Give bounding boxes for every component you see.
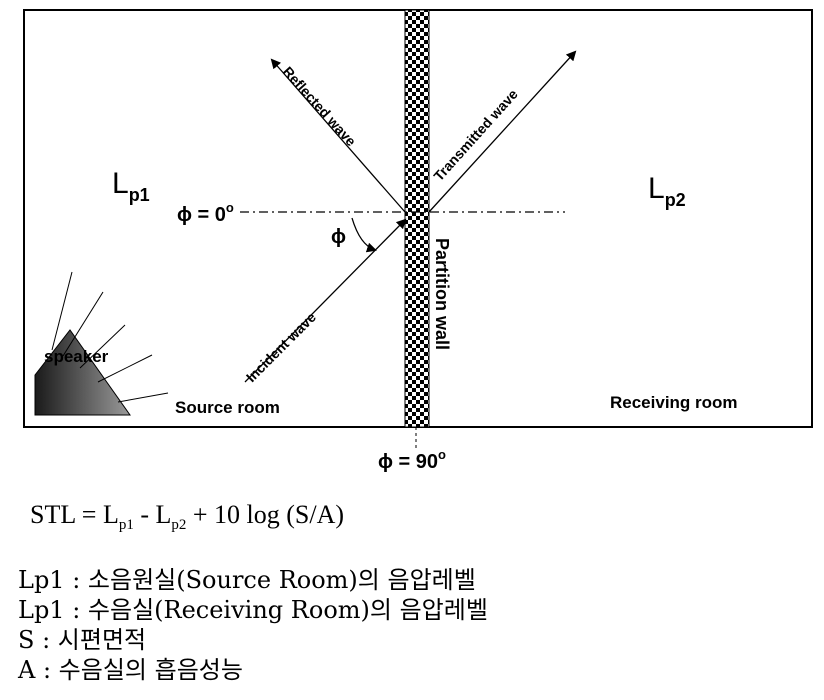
stl-formula: STL = Lp1 - Lp2 + 10 log (S/A) — [30, 500, 344, 534]
speaker-icon — [34, 329, 131, 416]
transmitted-wave-label: Transmitted wave — [430, 86, 521, 184]
phi90-label: ϕ = 90o — [378, 447, 446, 473]
legend-line-s: S : 시편면적 — [18, 626, 147, 654]
reflected-wave-label: Reflected wave — [280, 63, 360, 149]
sound-ray-3 — [79, 324, 126, 369]
transmitted-wave-arrow — [428, 50, 577, 213]
formula-eq: = — [75, 500, 103, 529]
sound-ray-1 — [51, 271, 73, 351]
stl-diagram: Lp1 Lp2 ϕ = 0o ϕ ϕ = 90o speaker Source … — [23, 9, 813, 473]
sound-ray-4 — [97, 354, 153, 383]
sound-ray-2 — [62, 291, 104, 357]
legend-line-lp1-receiving: Lp1 : 수음실(Receiving Room)의 음압레벨 — [18, 596, 488, 624]
variable-legend: Lp1 : 소음원실(Source Room)의 음압레벨 Lp1 : 수음실(… — [18, 565, 488, 685]
formula-l1: L — [102, 500, 119, 529]
source-room-label: Source room — [175, 398, 280, 417]
lp2-label: Lp2 — [648, 172, 686, 210]
formula-l1-sub: p1 — [118, 517, 134, 534]
phi0-label: ϕ = 0o — [177, 200, 234, 226]
incident-wave-label: Incident wave — [243, 309, 319, 385]
formula-minus: - — [133, 500, 156, 529]
reflected-wave-arrow — [270, 58, 406, 213]
lp1-label: Lp1 — [112, 167, 150, 205]
partition-wall — [404, 9, 430, 428]
formula-rest: + 10 log (S/A) — [186, 500, 345, 529]
legend-line-a: A : 수음실의 흡음성능 — [18, 656, 243, 684]
formula-l2-sub: p2 — [171, 517, 187, 534]
incident-wave-arrow — [244, 218, 407, 383]
receiving-room-label: Receiving room — [610, 393, 738, 412]
legend-line-lp1-source: Lp1 : 소음원실(Source Room)의 음압레벨 — [18, 566, 476, 594]
phi-angle-label: ϕ — [331, 226, 346, 248]
angle-arc — [351, 217, 377, 253]
sound-ray-5 — [117, 392, 169, 403]
partition-wall-label: Partition wall — [432, 238, 452, 350]
formula-l2: L — [155, 500, 172, 529]
formula-stl: STL — [30, 500, 76, 529]
speaker-label: speaker — [44, 347, 109, 366]
